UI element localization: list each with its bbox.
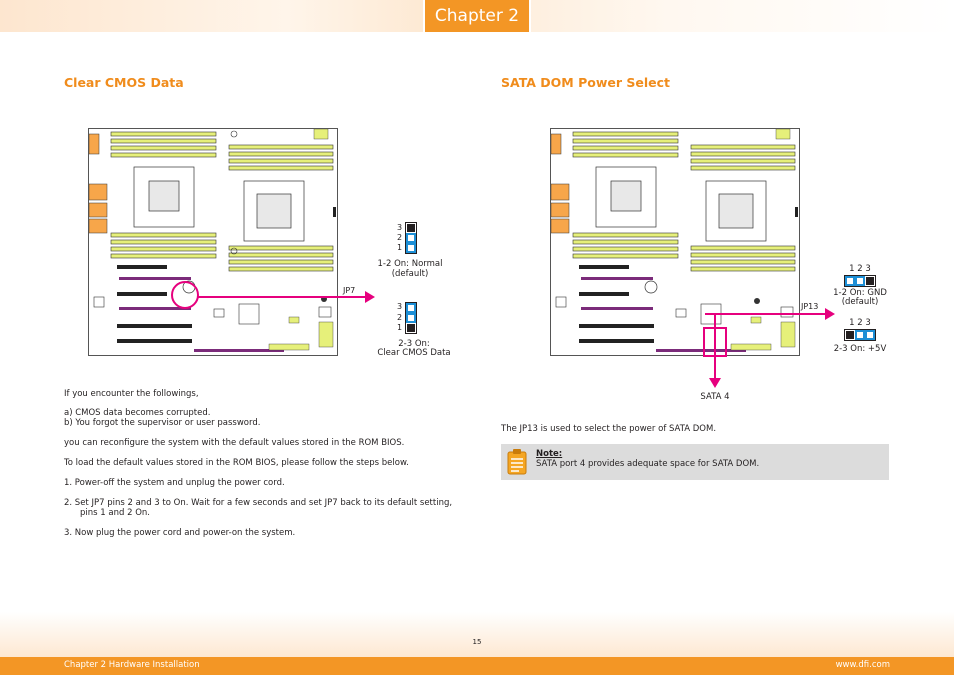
step-2-continued: pins 1 and 2 On. xyxy=(80,508,150,518)
footer-chapter: Chapter 2 Hardware Installation xyxy=(64,660,200,670)
sata-dom-title: SATA DOM Power Select xyxy=(501,75,671,90)
jp7-callout xyxy=(171,281,375,309)
jp13-label: JP13 xyxy=(801,302,819,311)
jp13-description: The JP13 is used to select the power of … xyxy=(501,424,717,434)
page-number: 15 xyxy=(472,638,482,646)
jp13-pin-numbers-top: 1 2 3 xyxy=(849,264,871,274)
step-3: 3. Now plug the power cord and power-on … xyxy=(64,528,296,538)
jp7-normal-jumper xyxy=(405,222,417,254)
pin-num: 1 xyxy=(397,323,403,332)
sata4-label: SATA 4 xyxy=(700,392,730,402)
jp13-sata-callout xyxy=(703,308,835,388)
intro-paragraph: If you encounter the followings, xyxy=(64,389,199,399)
jp7-opt1-default: (default) xyxy=(391,269,429,279)
jp7-opt1-text: 1-2 On: Normal xyxy=(377,259,443,269)
step-1: 1. Power-off the system and unplug the p… xyxy=(64,478,285,488)
chapter-tab: Chapter 2 xyxy=(423,0,531,32)
jp7-label: JP7 xyxy=(343,286,356,295)
jp13-opt1-text: 1-2 On: GND xyxy=(833,288,887,298)
note-icon xyxy=(507,449,527,475)
clear-cmos-title: Clear CMOS Data xyxy=(64,75,184,90)
note-text: SATA port 4 provides adequate space for … xyxy=(536,459,760,469)
footer-bar: Chapter 2 Hardware Installation www.dfi.… xyxy=(0,657,954,675)
motherboard-diagram-right xyxy=(550,128,800,356)
footer-website-link[interactable]: www.dfi.com xyxy=(835,660,890,670)
jp13-pin-numbers-bottom: 1 2 3 xyxy=(849,318,871,328)
reconfigure-paragraph: you can reconfigure the system with the … xyxy=(64,438,405,448)
pin-num: 3 xyxy=(397,302,403,311)
jp13-opt1-default: (default) xyxy=(841,297,879,307)
pin-num: 2 xyxy=(397,313,403,322)
jp7-clear-jumper xyxy=(405,302,417,334)
pin-num: 2 xyxy=(397,233,403,242)
list-item-a: a) CMOS data becomes corrupted. xyxy=(64,408,211,418)
pin-num: 3 xyxy=(397,223,403,232)
jp7-opt2-desc: Clear CMOS Data xyxy=(377,348,451,358)
note-box: Note: SATA port 4 provides adequate spac… xyxy=(501,444,889,480)
motherboard-diagram-left xyxy=(88,128,338,356)
list-item-b: b) You forgot the supervisor or user pas… xyxy=(64,418,261,428)
pin-num: 1 xyxy=(397,243,403,252)
jp13-opt2-text: 2-3 On: +5V xyxy=(833,344,887,354)
note-title: Note: xyxy=(536,449,563,459)
steps-intro: To load the default values stored in the… xyxy=(64,458,409,468)
jp7-opt2-text: 2-3 On: xyxy=(398,339,430,349)
jp13-gnd-jumper xyxy=(844,275,876,287)
step-2: 2. Set JP7 pins 2 and 3 to On. Wait for … xyxy=(64,498,453,508)
footer-gradient xyxy=(0,612,954,657)
jp13-5v-jumper xyxy=(844,329,876,341)
